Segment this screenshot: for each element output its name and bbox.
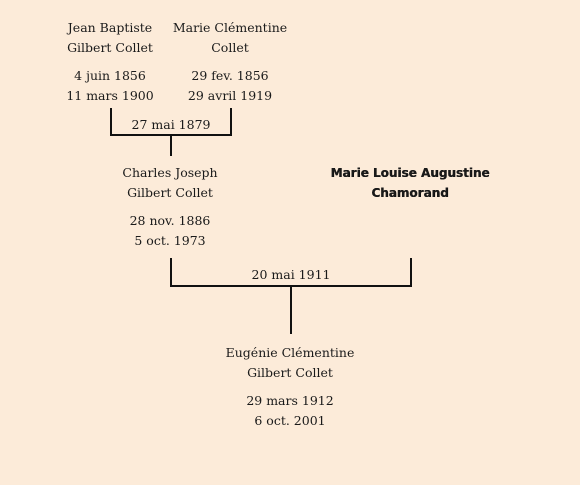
connector-right-vertical — [230, 108, 232, 136]
person-death-date: 5 oct. 1973 — [134, 233, 206, 248]
person-charles-joseph: Charles Joseph Gilbert Collet 28 nov. 18… — [105, 163, 235, 251]
person-name-line2: Gilbert Collet — [247, 365, 333, 380]
marriage-date: 20 mai 1911 — [251, 267, 331, 282]
person-name-line1: Eugénie Clémentine — [225, 345, 355, 360]
person-name-line1: Jean Baptiste — [67, 20, 153, 35]
person-name-line1: Marie Louise Augustine — [330, 166, 490, 180]
connector-descent — [290, 287, 292, 334]
person-birth-date: 29 fev. 1856 — [191, 68, 269, 83]
person-birth-date: 4 juin 1856 — [74, 68, 146, 83]
marriage-date: 27 mai 1879 — [131, 117, 211, 132]
person-name-line2: Chamorand — [371, 186, 449, 200]
person-name-line2: Gilbert Collet — [127, 185, 213, 200]
person-eugenie-clementine: Eugénie Clémentine Gilbert Collet 29 mar… — [215, 343, 365, 431]
person-name-line1: Charles Joseph — [122, 165, 218, 180]
person-birth-date: 28 nov. 1886 — [129, 213, 211, 228]
person-marie-clementine: Marie Clémentine Collet 29 fev. 1856 29 … — [165, 18, 295, 106]
connector-right-vertical — [410, 258, 412, 287]
person-death-date: 6 oct. 2001 — [254, 413, 326, 428]
person-name-line2: Collet — [211, 40, 249, 55]
person-marie-louise-augustine: Marie Louise Augustine Chamorand — [325, 163, 495, 203]
person-name-line2: Gilbert Collet — [67, 40, 153, 55]
person-death-date: 29 avril 1919 — [187, 88, 273, 103]
person-name-line1: Marie Clémentine — [172, 20, 288, 35]
person-death-date: 11 mars 1900 — [66, 88, 154, 103]
connector-descent — [170, 136, 172, 156]
person-jean-baptiste: Jean Baptiste Gilbert Collet 4 juin 1856… — [50, 18, 170, 106]
person-birth-date: 29 mars 1912 — [246, 393, 334, 408]
connector-left-vertical — [170, 258, 172, 287]
connector-horizontal — [110, 134, 232, 136]
connector-left-vertical — [110, 108, 112, 136]
connector-horizontal — [170, 285, 412, 287]
